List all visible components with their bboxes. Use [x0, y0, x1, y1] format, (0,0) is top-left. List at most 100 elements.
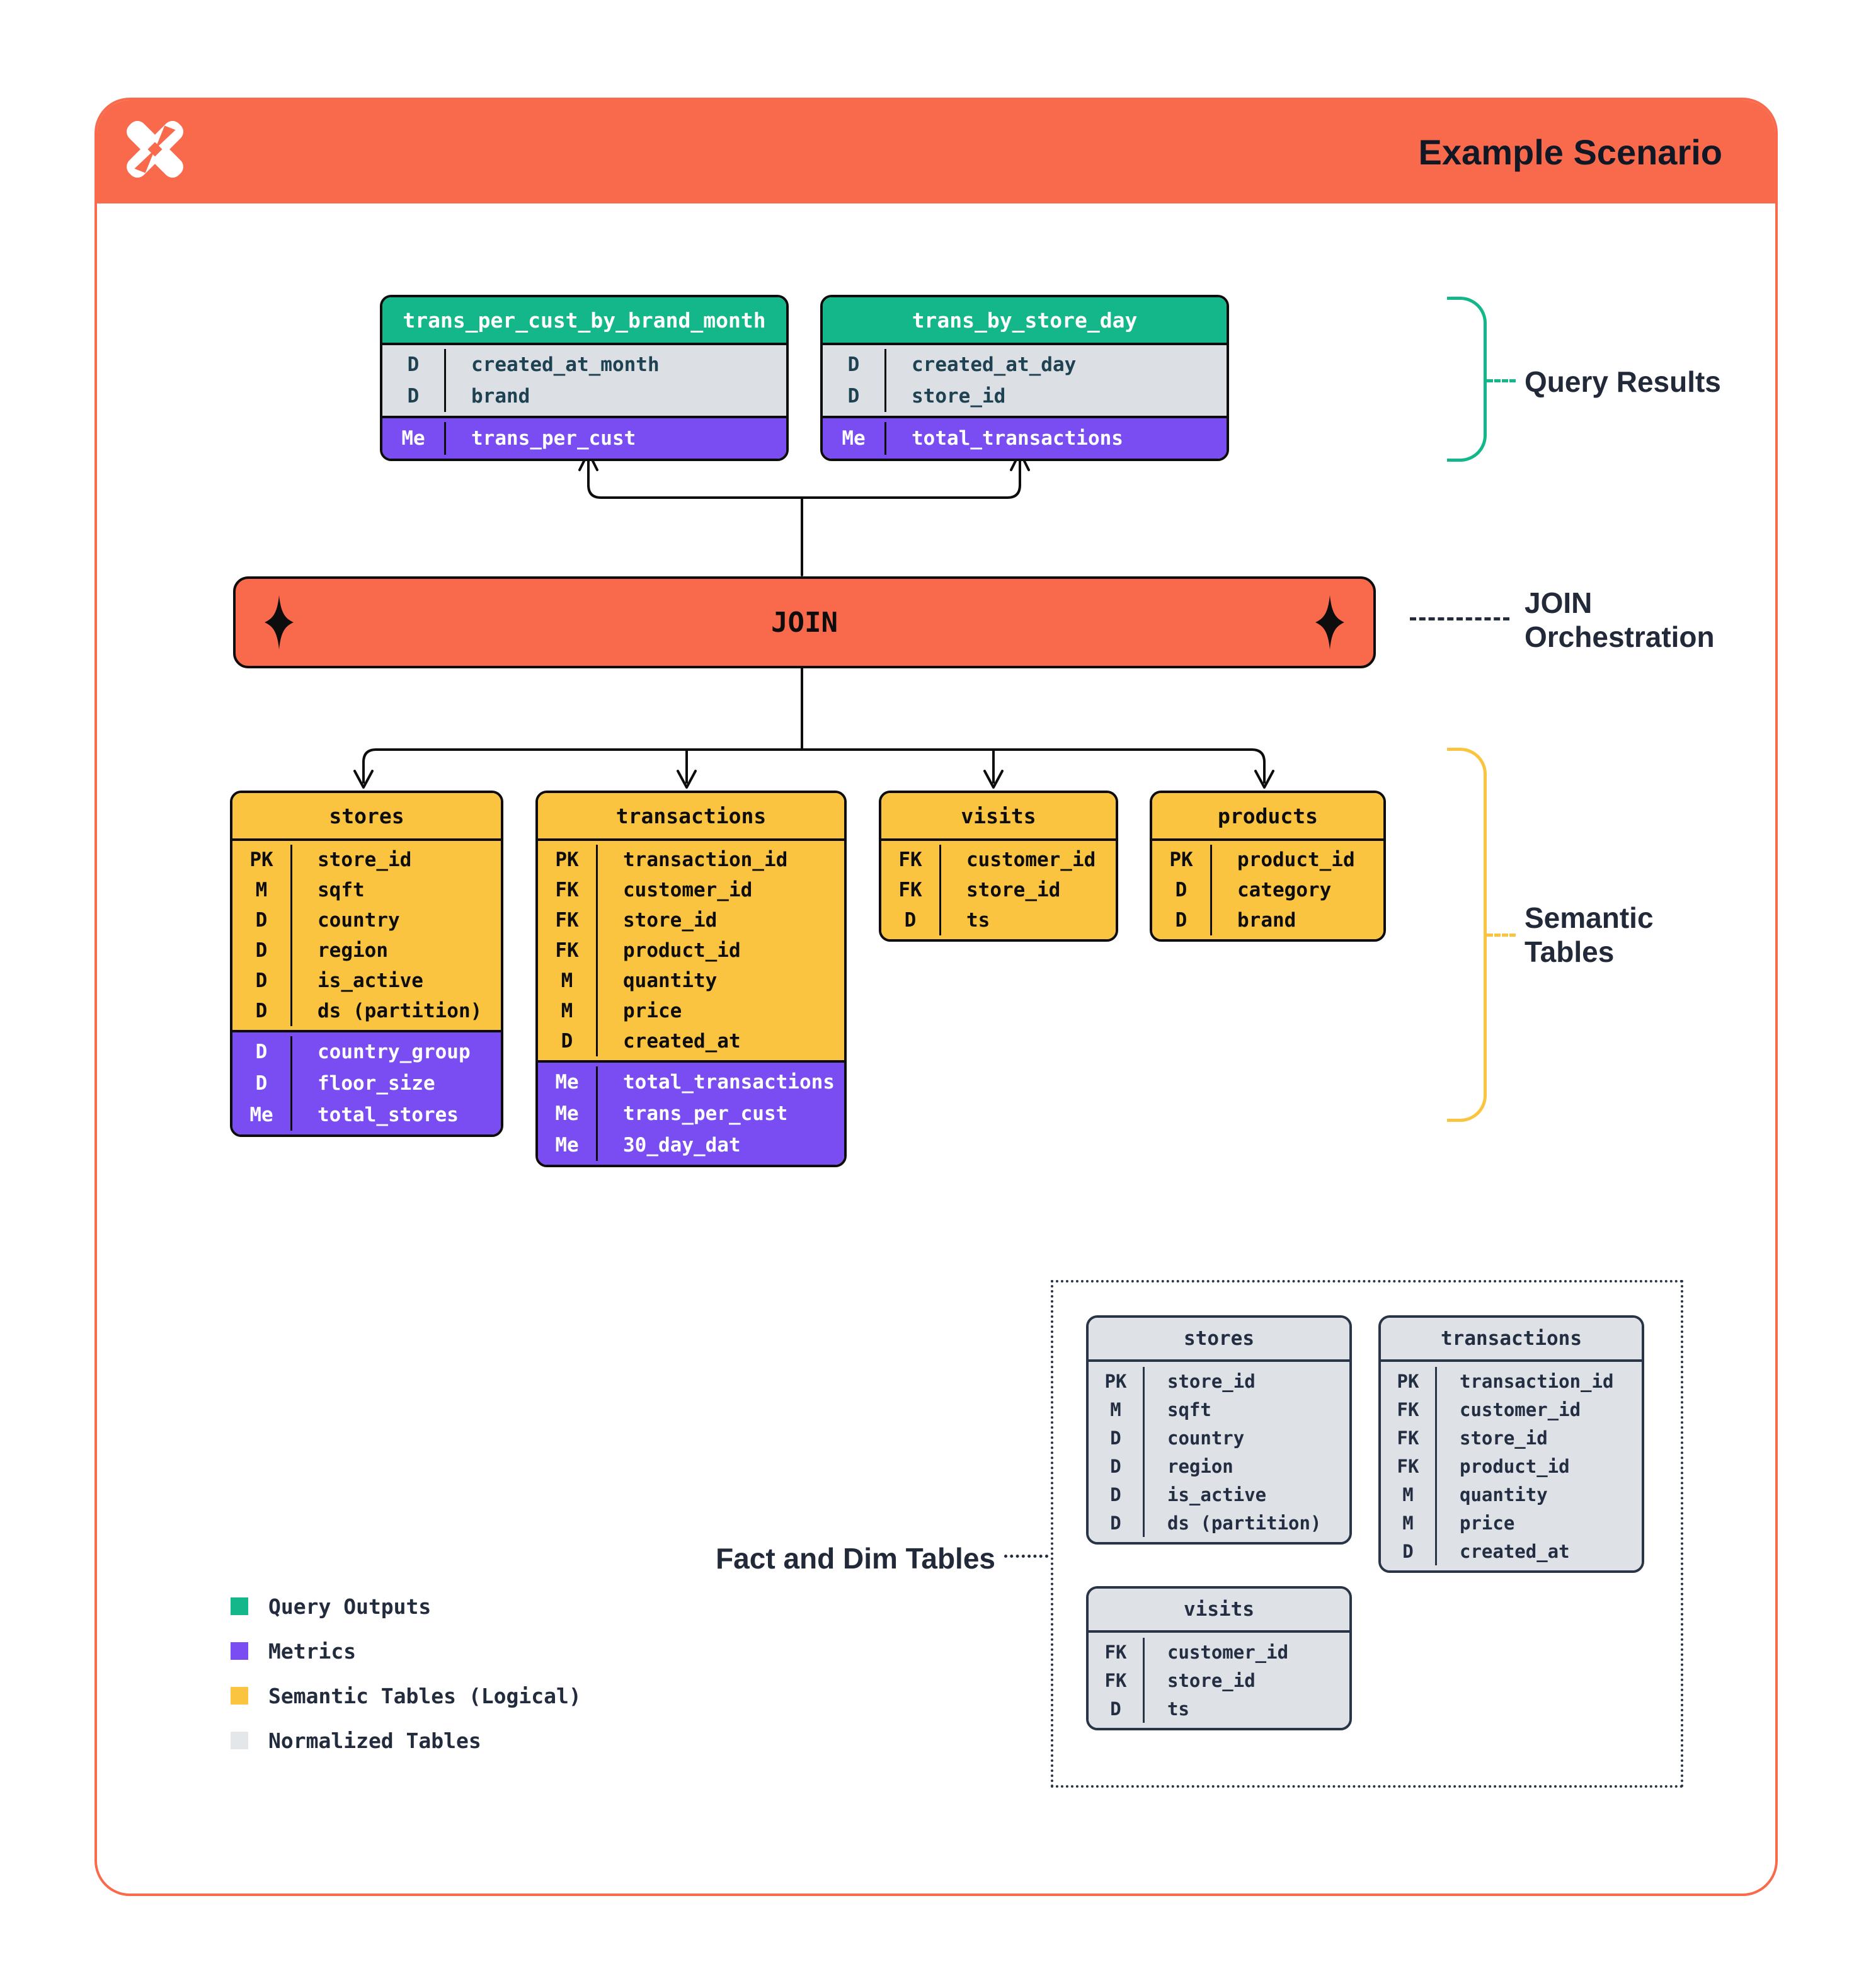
key-type-badge: FK	[1381, 1424, 1437, 1452]
field-name: ts	[966, 909, 990, 932]
key-type-badge: D	[1152, 875, 1212, 905]
key-type-badge: FK	[881, 875, 941, 905]
key-type-badge: M	[1381, 1509, 1437, 1537]
legend-item-label: Query Outputs	[268, 1594, 432, 1619]
table-title: products	[1152, 793, 1383, 841]
field-name: customer_id	[1460, 1398, 1581, 1420]
semantic-tables-connector	[1487, 934, 1516, 937]
legend-item-label: Semantic Tables (Logical)	[268, 1683, 581, 1708]
field-name: created_at_day	[912, 353, 1077, 376]
key-type-badge: FK	[538, 905, 598, 935]
key-type-badge: M	[538, 966, 598, 996]
field-name: created_at_month	[471, 353, 660, 376]
field-name: customer_id	[1167, 1641, 1289, 1663]
key-type-badge: PK	[1089, 1367, 1145, 1395]
key-type-badge: Me	[382, 422, 446, 455]
key-type-badge: Me	[232, 1099, 292, 1131]
field-name: country	[318, 909, 400, 932]
query-results-bracket	[1447, 297, 1487, 462]
key-type-badge: M	[538, 996, 598, 1026]
key-type-badge: PK	[1152, 845, 1212, 875]
field-name: sqft	[318, 879, 365, 901]
key-type-badge: D	[232, 1036, 292, 1068]
key-type-badge: FK	[881, 845, 941, 875]
field-name: store_id	[318, 848, 412, 871]
field-name: price	[1460, 1512, 1515, 1534]
table-title: transactions	[1381, 1318, 1642, 1362]
key-type-badge: D	[232, 996, 292, 1026]
field-name: product_id	[623, 939, 741, 962]
field-name: total_transactions	[912, 427, 1123, 450]
semantic-tables-bracket	[1447, 748, 1487, 1122]
key-type-badge: FK	[1381, 1452, 1437, 1480]
join-orchestration-label: JOIN Orchestration	[1525, 586, 1715, 654]
key-type-badge: Me	[538, 1098, 598, 1129]
legend-swatch	[231, 1597, 248, 1615]
field-name: transaction_id	[623, 848, 788, 871]
query-results-label: Query Results	[1525, 365, 1721, 398]
join-orchestration-bar: JOIN	[233, 576, 1376, 668]
page-title: Example Scenario	[1418, 132, 1722, 172]
field-name: 30_day_dat	[623, 1134, 741, 1157]
key-type-badge: PK	[1381, 1367, 1437, 1395]
four-point-star-icon	[265, 595, 294, 649]
legend-swatch	[231, 1687, 248, 1705]
field-name: is_active	[1167, 1483, 1267, 1505]
field-name: quantity	[623, 969, 718, 992]
legend-item-label: Metrics	[268, 1638, 357, 1664]
table-title: trans_by_store_day	[823, 297, 1227, 345]
key-type-badge: D	[1089, 1480, 1145, 1509]
semantic-tables-label-line2: Tables	[1525, 935, 1615, 968]
key-type-badge: D	[1089, 1509, 1145, 1537]
key-type-badge: D	[232, 966, 292, 996]
field-name: region	[318, 939, 388, 962]
key-type-badge: D	[382, 349, 446, 380]
key-type-badge: D	[881, 905, 941, 935]
field-name: total_stores	[318, 1104, 459, 1126]
field-name: sqft	[1167, 1398, 1211, 1420]
legend-item: Query Outputs	[231, 1592, 581, 1620]
join-label: JOIN	[771, 606, 838, 639]
key-type-badge: M	[1089, 1395, 1145, 1424]
legend-item: Normalized Tables	[231, 1727, 581, 1754]
field-name: store_id	[1167, 1669, 1256, 1691]
